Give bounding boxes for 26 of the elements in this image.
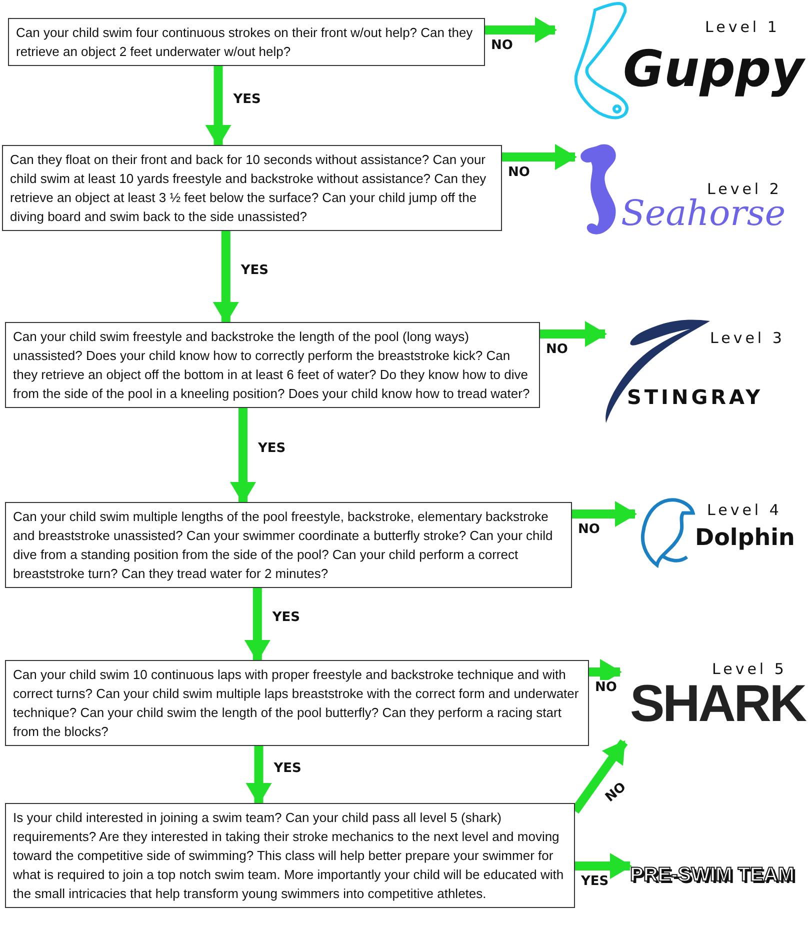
arrow (230, 408, 256, 504)
question-box: Can your child swim freestyle and backstroke the length of the pool (long ways) unassisted? Does your child know how to correctly perform the breaststroke kick? Can they retrieve an object off the bottom in at least 6 feet of water? Do they know how to dive from the side of the pool in a kneeling position? Does your child know how to tread water? (5, 322, 540, 408)
question-box: Can your child swim 10 continuous laps with proper freestyle and backstroke technique and with correct turns? Can your child swim multiple laps breaststroke with the correct form and underwater technique? Can your child swim the length of the pool butterfly? Can they perform a racing start from the blocks? (5, 660, 589, 746)
level-name: STINGRAY (627, 385, 764, 409)
arrow (485, 17, 557, 43)
arrow (572, 501, 637, 527)
level-label: Level 3 (710, 329, 785, 347)
question-box: Is your child interested in joining a swim team? Can your child pass all level 5 (shark) requirements? Are they interested in taking their stroke mechanics to the next level and moving toward the competitive side of swimming? This class will help better prepare your swimmer for what is required to join a top notch swim team. More importantly your child will be educated with the small intricacies that help transform young swimmers into competitive athletes. (5, 803, 575, 908)
question-box: Can they float on their front and back for 10 seconds without assistance? Can your child swim at least 10 yards freestyle and backstroke without assistance? Can they retrieve an object at least 3 ½ feet below the surface? Can your child jump off the diving board and swim back to the side unassisted? (2, 145, 502, 231)
arrow (502, 144, 577, 170)
edge-label: YES (240, 262, 270, 278)
edge-label: YES (272, 760, 302, 776)
arrow (205, 66, 232, 147)
arrow (212, 231, 239, 324)
arrow (246, 746, 272, 805)
edge-label: YES (232, 92, 262, 106)
level-label: Level 4 (707, 501, 782, 519)
level-name: PRE-SWIM TEAM (630, 864, 794, 887)
arrow (244, 588, 270, 662)
question-box: Can your child swim multiple lengths of the pool freestyle, backstroke, elementary backstroke and breaststroke unassisted? Can your swimmer coordinate a butterfly stroke? Can your child dive from a standing position from the side of the pool? Can your child perform a correct breaststroke turn? Can they tread water for 2 minutes? (5, 502, 572, 588)
arrow (540, 321, 607, 347)
level-label: Level 1 (705, 18, 780, 36)
level-name: Guppy (623, 40, 804, 98)
arrow (575, 853, 632, 879)
level-name: Dolphin (695, 525, 795, 551)
question-box: Can your child swim four continuous strokes on their front w/out help? Can they retrieve an object 2 feet underwater w/out help? (8, 18, 485, 66)
